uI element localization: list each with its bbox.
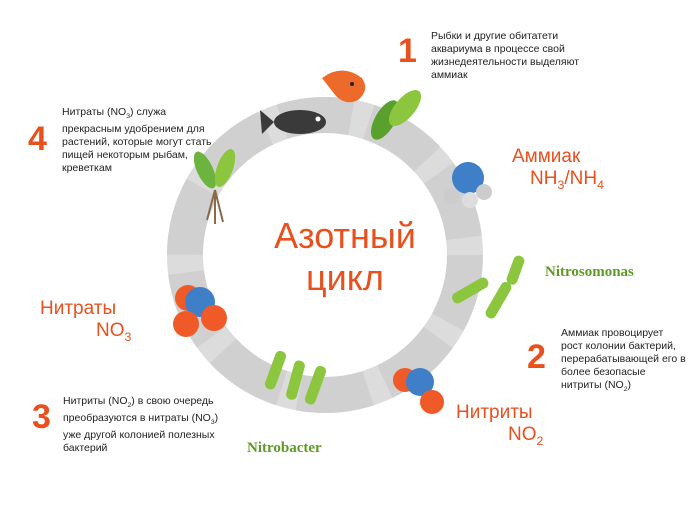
cycle-ring bbox=[167, 97, 483, 413]
nitrites-label: Нитриты NO2 bbox=[456, 402, 544, 448]
leaves-icon bbox=[371, 89, 422, 140]
title-line-1: Азотный bbox=[274, 215, 416, 256]
step-4-number: 4 bbox=[28, 120, 47, 158]
plant-icon bbox=[193, 149, 236, 224]
step-4-text: Нитраты (NO3) служа прекрасным удобрение… bbox=[62, 106, 212, 175]
nitrosomonas-label: Nitrosomonas bbox=[545, 264, 634, 280]
shrimp-icon bbox=[322, 70, 366, 103]
nitrobacter-label: Nitrobacter bbox=[247, 440, 322, 456]
diagram-title: Азотный цикл bbox=[270, 215, 420, 299]
nitrobacter-bacteria-icon bbox=[264, 350, 327, 405]
step-2-number: 2 bbox=[527, 338, 546, 376]
title-line-2: цикл bbox=[306, 257, 384, 298]
nitrite-molecule-icon bbox=[393, 368, 444, 414]
ammonia-label: Аммиак NH3/NH4 bbox=[512, 146, 604, 192]
step-3-text: Нитриты (NO2) в свою очередь преобразуют… bbox=[63, 395, 219, 455]
fish-icon bbox=[260, 110, 326, 134]
nitrosomonas-bacteria-icon bbox=[452, 255, 525, 319]
nitrates-label: Нитраты NO3 bbox=[40, 298, 132, 344]
step-3-number: 3 bbox=[32, 398, 51, 436]
step-1-text: Рыбки и другие обитатети аквариума в про… bbox=[431, 30, 580, 81]
nitrate-molecule-icon bbox=[173, 285, 227, 337]
ammonia-molecule-icon bbox=[444, 162, 492, 208]
step-1-number: 1 bbox=[398, 32, 417, 70]
step-2-text: Аммиак провоцирует рост колонии бактерий… bbox=[561, 327, 686, 394]
